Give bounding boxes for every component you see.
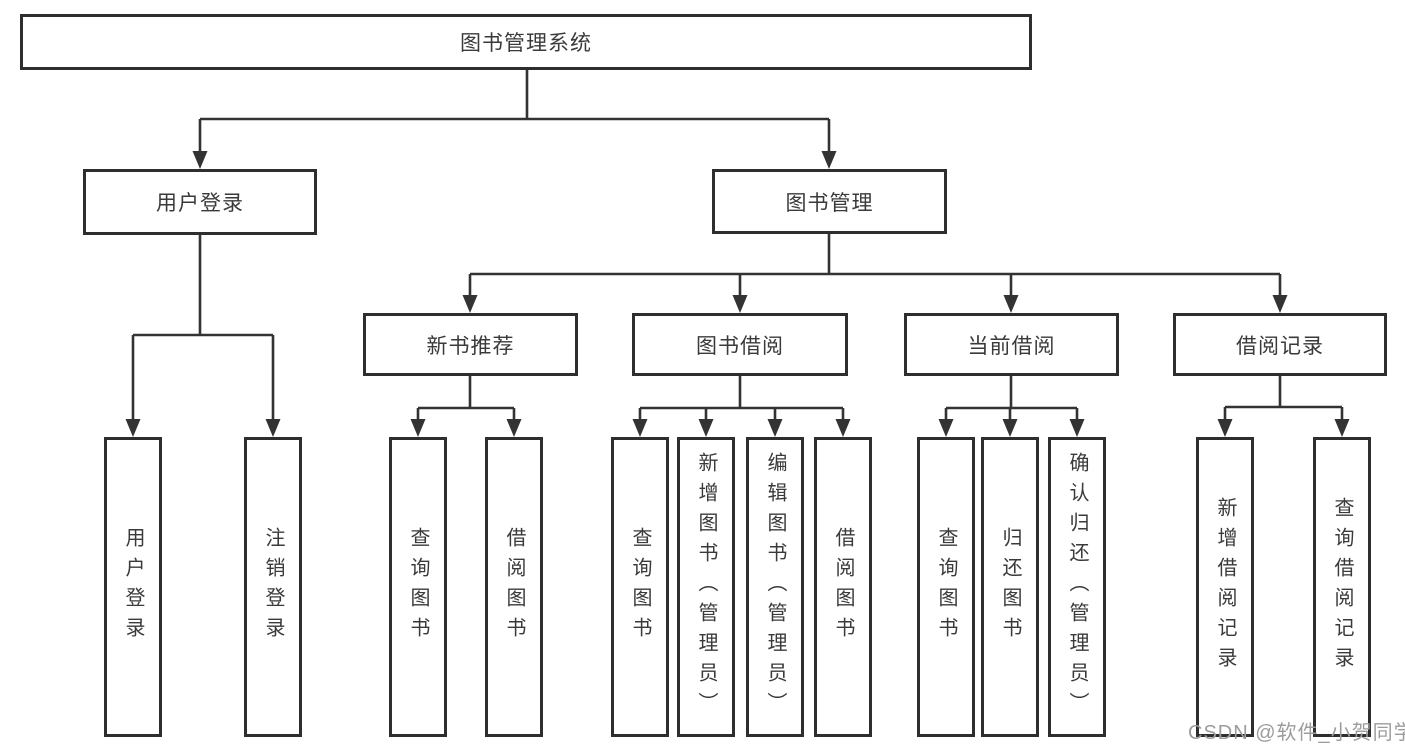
node-label: 当前借阅 <box>967 334 1056 358</box>
node-label: 查询图书 <box>407 527 429 647</box>
node-label: 用户登录 <box>156 192 244 215</box>
leaf-logout: 注销登录 <box>244 437 302 737</box>
node-label: 编辑图书（管理员） <box>764 452 786 722</box>
node-label: 借阅图书 <box>832 527 854 647</box>
leaf-confirm-return-admin: 确认归还（管理员） <box>1048 437 1106 737</box>
leaf-user-login: 用户登录 <box>104 437 162 737</box>
node-label: 用户登录 <box>122 527 144 647</box>
node-borrowing-records: 借阅记录 <box>1173 313 1387 376</box>
node-label: 新增图书（管理员） <box>695 452 717 722</box>
node-label: 图书借阅 <box>696 334 784 358</box>
leaf-add-books-admin: 新增图书（管理员） <box>677 437 735 737</box>
leaf-add-borrow-record: 新增借阅记录 <box>1196 437 1254 737</box>
csdn-watermark: CSDN @软件_小贺同学 <box>1188 722 1405 744</box>
leaf-query-borrow-record: 查询借阅记录 <box>1313 437 1371 737</box>
leaf-query-books-current: 查询图书 <box>917 437 975 737</box>
node-root-library-management-system: 图书管理系统 <box>20 14 1032 70</box>
leaf-return-books: 归还图书 <box>981 437 1039 737</box>
node-new-book-recommendation: 新书推荐 <box>363 313 578 376</box>
node-user-login-branch: 用户登录 <box>83 169 317 235</box>
leaf-borrow-books: 借阅图书 <box>814 437 872 737</box>
node-label: 归还图书 <box>999 527 1021 647</box>
node-book-management-branch: 图书管理 <box>712 169 947 234</box>
leaf-borrow-books-recommend: 借阅图书 <box>485 437 543 737</box>
node-label: 借阅图书 <box>503 527 525 647</box>
leaf-query-books-borrow: 查询图书 <box>611 437 669 737</box>
node-label: 新书推荐 <box>426 334 515 358</box>
node-label: 查询图书 <box>935 527 957 647</box>
node-label: 新增借阅记录 <box>1214 497 1236 677</box>
node-label: 查询借阅记录 <box>1331 497 1353 677</box>
node-label: 图书管理 <box>785 191 874 215</box>
leaf-edit-books-admin: 编辑图书（管理员） <box>746 437 804 737</box>
node-label: 查询图书 <box>629 527 651 647</box>
node-current-borrowing: 当前借阅 <box>904 313 1119 376</box>
leaf-query-books-recommend: 查询图书 <box>389 437 447 737</box>
node-book-borrowing: 图书借阅 <box>632 313 848 376</box>
node-label: 确认归还（管理员） <box>1066 452 1088 722</box>
node-label: 图书管理系统 <box>460 32 592 55</box>
node-label: 借阅记录 <box>1236 334 1324 358</box>
node-label: 注销登录 <box>262 527 284 647</box>
